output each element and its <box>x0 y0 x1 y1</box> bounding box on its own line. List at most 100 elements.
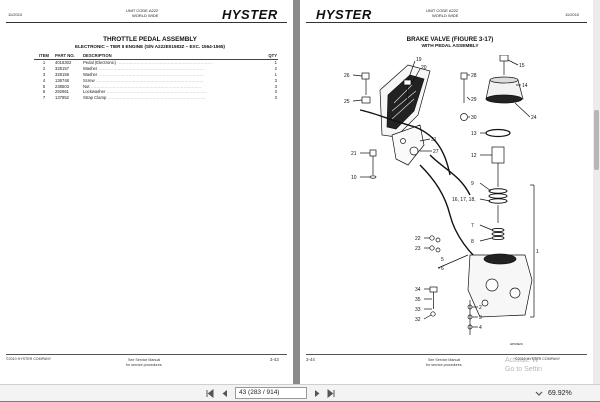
footer-note-2: for service procedures. <box>426 363 463 367</box>
cell-part-no: 328157 <box>55 66 69 72</box>
callout-29: 29 <box>471 97 477 103</box>
cell-description: Screw <box>83 77 95 83</box>
callout-4: 4 <box>479 325 482 331</box>
figure-code: HP04920 <box>510 342 523 346</box>
callout-9: 9 <box>471 181 474 187</box>
col-item: ITEM <box>34 53 54 60</box>
page-number: 3-43 <box>270 357 279 362</box>
figure-subtitle: WITH PEDAL ASSEMBLY <box>421 44 479 49</box>
callout-3: 3 <box>479 315 482 321</box>
cell-item: 7 <box>42 95 46 101</box>
cell-qty: 3 <box>274 77 277 83</box>
callout-33: 33 <box>415 307 421 313</box>
cell-qty: 3 <box>274 83 277 89</box>
callout-2: 2 <box>479 305 482 311</box>
header-date: 11/2010 <box>8 12 23 17</box>
callout-7: 7 <box>471 223 474 229</box>
parts-table-header: ITEM PART NO. DESCRIPTION QTY <box>34 53 278 60</box>
next-page-icon <box>315 390 320 397</box>
header-date: 11/2010 <box>565 12 580 17</box>
header-scope: WORLD WIDE <box>432 13 459 18</box>
callout-24: 24 <box>531 115 537 121</box>
cell-part-no: 328158 <box>55 71 69 77</box>
callout-23: 23 <box>415 246 421 252</box>
activation-watermark: Activate W Go to Settin <box>505 357 542 375</box>
callout-1: 1 <box>536 249 539 255</box>
cell-qty: 1 <box>274 60 277 66</box>
cell-part-no: 137852 <box>55 95 69 101</box>
viewer-toolbar: 43 (283 / 914) 69.92% <box>0 384 600 401</box>
cell-item: 2 <box>42 66 46 72</box>
hyster-logo: HYSTER <box>222 7 278 22</box>
cell-qty: 3 <box>274 95 277 101</box>
watermark-line-1: Activate W <box>505 357 539 364</box>
last-page-button[interactable] <box>325 388 337 399</box>
callout-12: 12 <box>471 153 477 159</box>
page-number: 3-44 <box>306 357 315 362</box>
hyster-logo: HYSTER <box>316 7 372 22</box>
footer-note-1: See Service Manual <box>428 358 461 362</box>
last-page-icon <box>327 388 335 399</box>
callout-34: 34 <box>415 287 421 293</box>
scrollbar-thumb[interactable] <box>594 110 599 170</box>
brake-valve-exploded-diagram: 19 20 26 25 15 14 28 29 30 24 31 27 13 1… <box>344 55 539 346</box>
pdf-page-left: 11/2010 UNIT CODE A222 WORLD WIDE HYSTER… <box>0 0 293 384</box>
header-unit-code: UNIT CODE A222 <box>126 8 159 13</box>
cell-part-no: 4016302 <box>55 60 72 66</box>
callout-5: 5 <box>441 257 444 263</box>
callout-31: 31 <box>431 137 437 143</box>
callout-19: 19 <box>416 57 422 63</box>
cell-description: Lockwasher <box>83 89 106 95</box>
callout-35: 35 <box>415 297 421 303</box>
callout-32: 32 <box>415 317 421 323</box>
callout-14: 14 <box>522 83 528 89</box>
cell-part-no: 136748 <box>55 77 69 83</box>
callout-16-17-18: 16, 17, 18, <box>452 197 476 203</box>
cell-item: 3 <box>42 71 46 77</box>
vertical-scrollbar[interactable] <box>593 0 600 384</box>
cell-part-no: 238503 <box>55 83 69 89</box>
cell-description: Washer <box>83 71 98 77</box>
callout-27: 27 <box>433 149 439 155</box>
callout-15: 15 <box>519 63 525 69</box>
footer-rule <box>6 354 287 355</box>
page-number-input[interactable]: 43 (283 / 914) <box>235 387 307 399</box>
cell-item: 5 <box>42 83 46 89</box>
callout-30: 30 <box>471 115 477 121</box>
zoom-dropdown-button[interactable] <box>533 388 545 399</box>
zoom-level[interactable]: 69.92% <box>548 390 572 397</box>
callout-labels: 19 20 26 25 15 14 28 29 30 24 31 27 13 1… <box>344 57 539 346</box>
cell-qty: 3 <box>274 89 277 95</box>
cell-qty: 2 <box>274 66 277 72</box>
chevron-down-icon <box>535 391 543 396</box>
callout-26: 26 <box>344 73 350 79</box>
cell-item: 6 <box>42 89 46 95</box>
footer-copyright: ©2010 HYSTER COMPANY <box>515 357 561 361</box>
header-rule <box>306 22 587 23</box>
cell-part-no: 292661 <box>55 89 69 95</box>
callout-13: 13 <box>471 131 477 137</box>
col-description: DESCRIPTION <box>82 53 264 60</box>
callout-25: 25 <box>344 99 350 105</box>
first-page-button[interactable] <box>204 388 216 399</box>
callout-6: 6 <box>441 266 444 272</box>
previous-page-button[interactable] <box>219 388 231 399</box>
cell-description: Nut <box>83 83 90 89</box>
cell-description: Washer <box>83 66 98 72</box>
next-page-button[interactable] <box>311 388 323 399</box>
header-unit-code: UNIT CODE A222 <box>426 8 459 13</box>
first-page-icon <box>206 388 214 399</box>
footer-note-2: for service procedures. <box>126 363 163 367</box>
col-qty: QTY <box>264 53 278 60</box>
callout-8: 8 <box>471 239 474 245</box>
cell-description: Strap Clamp <box>83 95 107 101</box>
callout-28: 28 <box>471 73 477 79</box>
page-gap <box>293 0 300 384</box>
